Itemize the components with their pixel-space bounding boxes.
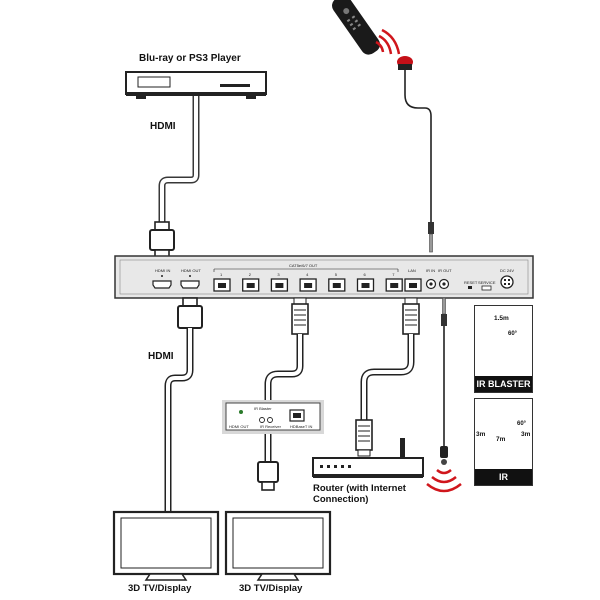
tv-display-2: [224, 510, 332, 581]
router-device: [312, 438, 424, 478]
lan-port: [404, 278, 422, 292]
cat-port-label-4: 4: [306, 272, 309, 277]
rj45-plug-router: [355, 419, 373, 457]
hdmi-connector-output: [177, 297, 203, 329]
hdmi-label-bottom: HDMI: [148, 351, 174, 362]
ir-signal-waves-bottom-icon: [426, 469, 462, 493]
dc-label: DC 24V: [500, 268, 515, 273]
blaster-angle-label: 60°: [508, 331, 518, 337]
cat-cable-port4: [266, 334, 302, 402]
rj45-plug-port4: [291, 297, 309, 335]
ir-receiver-plug: [428, 222, 434, 253]
reset-button: [468, 286, 472, 289]
tv1-label: 3D TV/Display: [128, 583, 192, 594]
hdmi-out-port: [180, 275, 200, 289]
cat-port-label-5: 5: [334, 272, 338, 277]
ir-blaster-legend: IR BLASTER: [474, 305, 533, 393]
cat-port-7: [385, 278, 403, 292]
receiver-hdbaset-label: HDBaseT IN: [290, 424, 313, 429]
dc-power-jack: [500, 275, 514, 289]
hdmi-in-label: HDMI IN: [155, 268, 171, 273]
ir-in-label: IR IN: [426, 268, 436, 273]
hdmi-cable-source: [159, 96, 199, 222]
hdmi-in-port: [152, 275, 172, 289]
ir-signal-waves-top-icon: [375, 28, 401, 55]
hdmi-cable-source-outline: [158, 96, 200, 222]
hdbaset-splitter-device: [114, 255, 534, 299]
tv-display-1: [112, 510, 220, 581]
reset-label: RESET: [464, 280, 478, 285]
hdmi-out-label: HDMI OUT: [181, 268, 201, 273]
router-label-line1: Router (with Internet: [313, 483, 406, 494]
cat-port-label-2: 2: [248, 272, 251, 277]
lan-cable: [362, 334, 413, 420]
ir-receiver-eye-icon: [397, 56, 413, 70]
cat-port-label-3: 3: [277, 272, 280, 277]
cat-port-label-7: 7: [392, 272, 395, 277]
hdbaset-receiver-box: [222, 400, 324, 434]
ir-receiver-legend-title: IR RECEIVER: [475, 469, 532, 498]
receiver-ir-receiver-label: IR Receiver: [260, 424, 281, 429]
router-label-line2: Connection): [313, 494, 369, 505]
bluray-player-device: [125, 71, 267, 99]
service-port: [481, 285, 492, 291]
ir-out-jack: [438, 278, 450, 290]
ir-receiver-cable: [404, 70, 432, 228]
cat-port-3: [270, 278, 289, 292]
ir-blaster-plug: [441, 297, 447, 326]
receiver-distance-center-label: 7m: [496, 436, 506, 443]
ir-out-label: IR OUT: [438, 268, 452, 273]
service-label: SERVICE: [478, 280, 496, 285]
tv2-label: 3D TV/Display: [239, 583, 303, 594]
receiver-ir-blaster-label: IR Blaster: [254, 406, 272, 411]
cat-port-1: [213, 278, 231, 292]
router-label: Router (with Internet Connection): [313, 483, 406, 505]
blaster-distance-label: 1.5m: [494, 315, 509, 322]
remote-control-icon: [332, 0, 380, 55]
ir-in-jack: [425, 278, 437, 290]
cat-out-header-label: CAT5e/6/7 OUT: [289, 263, 318, 268]
receiver-hdmi-out-label: HDMI OUT: [229, 424, 249, 429]
lan-label: LAN: [408, 268, 416, 273]
cat-port-6: [356, 278, 375, 292]
cat-port-label-6: 6: [363, 272, 366, 277]
rj45-plug-lan: [402, 297, 420, 335]
cat-port-5: [328, 278, 346, 292]
ir-receiver-legend: IR RECEIVER: [474, 398, 533, 498]
cat-port-label-1: 1: [220, 272, 223, 277]
source-device-label: Blu-ray or PS3 Player: [139, 53, 241, 64]
cat-port-2: [242, 278, 260, 292]
receiver-distance-left-label: 3m: [476, 431, 486, 438]
receiver-angle-label: 60°: [517, 421, 527, 427]
ir-blaster-emitter: [440, 446, 448, 465]
hdmi-cable-output: [166, 328, 192, 512]
cat-port-4: [299, 278, 317, 292]
hdmi-connector-source: [149, 221, 175, 261]
receiver-distance-right-label: 3m: [521, 431, 531, 438]
hdmi-label-top: HDMI: [150, 121, 176, 132]
ir-blaster-legend-title: IR BLASTER: [475, 376, 532, 392]
hdmi-connector-receiver: [257, 461, 279, 491]
